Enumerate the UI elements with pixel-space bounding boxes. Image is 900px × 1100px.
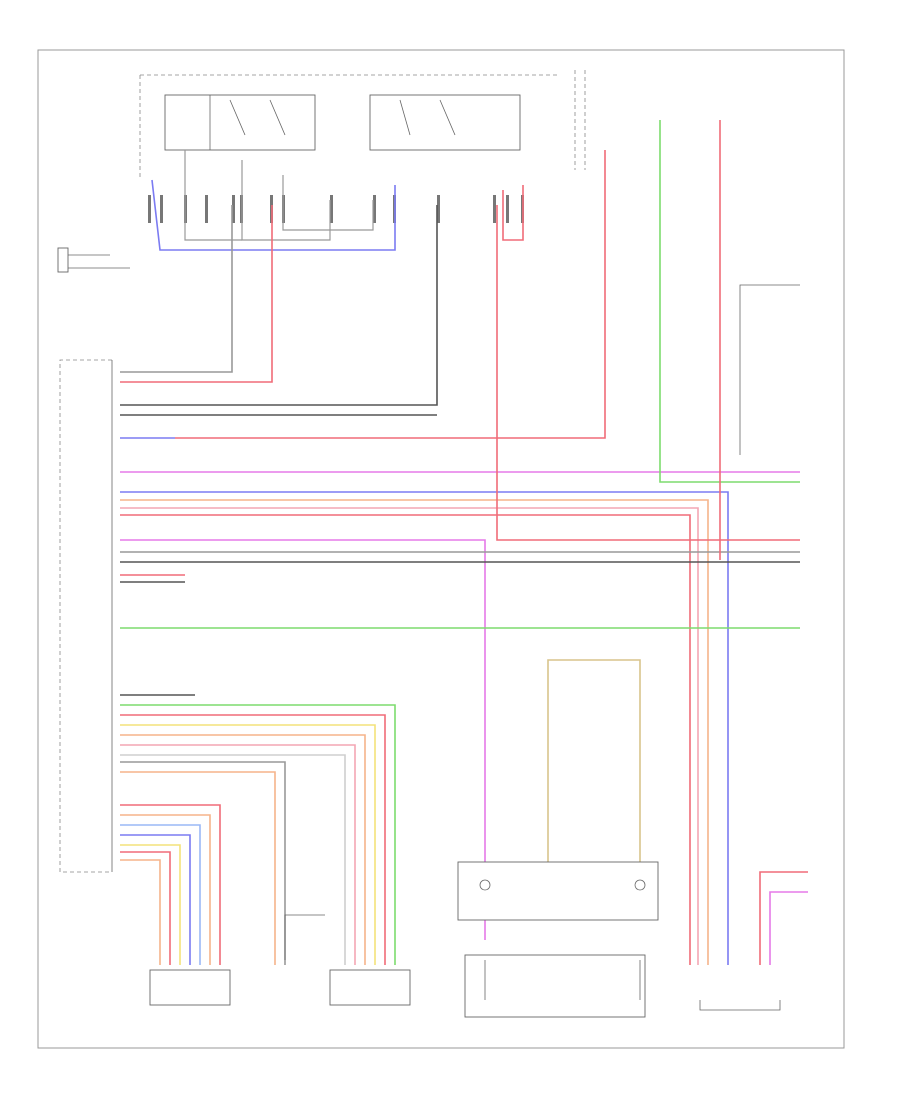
connector-bottom-left (149, 969, 231, 1006)
right-module-wires (759, 871, 808, 965)
diagram-frame (37, 49, 845, 1049)
connector-bottom-mid (284, 914, 411, 1006)
side-switch-left (57, 247, 130, 273)
ecm-lower-wires (120, 694, 396, 965)
ecm-wires (120, 120, 800, 965)
connector-bottom-right (699, 1000, 781, 1011)
top-connector-stubs (148, 195, 524, 223)
top-relay-b (369, 94, 521, 151)
right-bracket (739, 284, 800, 455)
mid-wires (547, 659, 641, 900)
wire-blue-top (151, 179, 396, 251)
cruise-control-switch (457, 861, 659, 1018)
top-relay-a (164, 94, 316, 151)
ecm-box (59, 359, 113, 873)
wire-red-top-loop (502, 185, 524, 241)
top-bus (139, 70, 586, 180)
wire-gray-top (184, 150, 374, 241)
